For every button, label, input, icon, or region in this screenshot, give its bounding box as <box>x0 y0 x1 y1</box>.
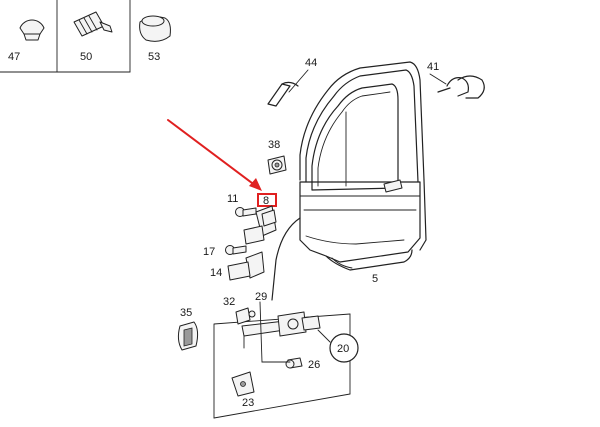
part-41-seal <box>429 73 485 99</box>
callout-32: 32 <box>223 296 235 308</box>
callout-41: 41 <box>427 61 439 73</box>
callout-38: 38 <box>268 139 280 151</box>
part-38-grommet <box>267 155 287 175</box>
callout-20-leader <box>317 329 331 343</box>
part-26-screw <box>261 357 303 369</box>
part-8-highlight-box <box>257 193 277 207</box>
check-strap <box>235 301 321 363</box>
callout-17: 17 <box>203 246 215 258</box>
callout-47: 47 <box>8 51 20 63</box>
part-53-stop <box>139 15 171 42</box>
highlight-arrow <box>167 119 262 191</box>
door-body <box>299 61 427 271</box>
door-harness-line <box>271 217 301 301</box>
callout-44: 44 <box>305 57 317 69</box>
callout-5: 5 <box>372 273 378 285</box>
part-47-cap <box>19 19 45 41</box>
callout-23: 23 <box>242 397 254 409</box>
callout-20: 20 <box>337 343 349 355</box>
callout-53: 53 <box>148 51 160 63</box>
callout-29: 29 <box>255 291 267 303</box>
callout-50: 50 <box>80 51 92 63</box>
callout-35: 35 <box>180 307 192 319</box>
part-20-circle <box>329 333 359 363</box>
part-17-bolt <box>225 245 247 255</box>
callout-14: 14 <box>210 267 222 279</box>
upper-hinge <box>243 205 277 245</box>
callout-8: 8 <box>263 195 269 207</box>
lower-hinge <box>227 251 265 281</box>
part-50-plug <box>73 11 113 37</box>
parts-table <box>0 0 131 73</box>
part-35-buffer <box>177 321 199 351</box>
part-23-bracket <box>231 371 255 397</box>
callout-11: 11 <box>227 193 238 205</box>
part-44-channel <box>267 69 309 107</box>
callout-26: 26 <box>308 359 320 371</box>
part-11-bolt <box>235 207 257 217</box>
